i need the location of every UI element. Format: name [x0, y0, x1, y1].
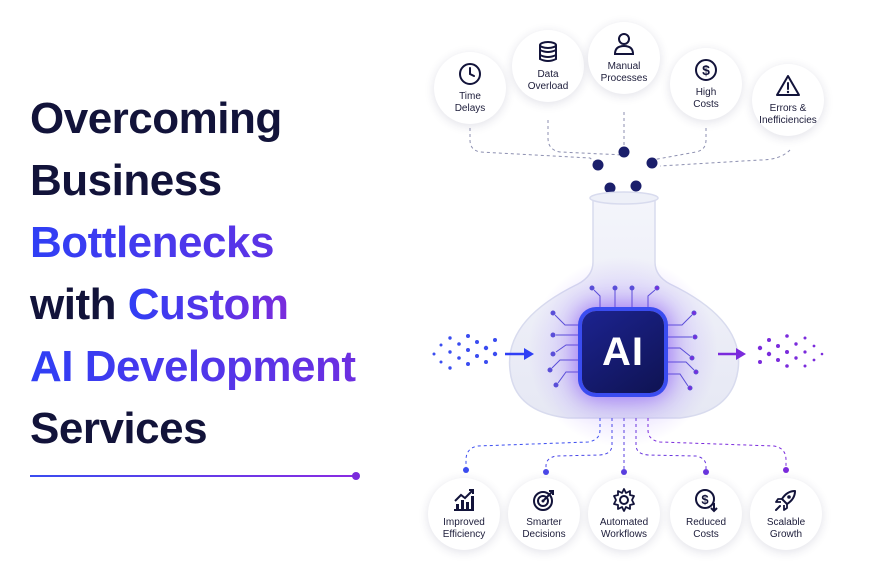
- problem-label-line-2: Overload: [527, 81, 569, 92]
- ai-chip-label: AI: [602, 329, 644, 374]
- outcome-node-smarter-decisions: Smarter Decisions: [508, 478, 580, 550]
- problem-label-line-1: Errors &: [769, 103, 807, 114]
- problem-node-data-overload: Data Overload: [512, 30, 584, 102]
- warning-icon: [776, 75, 800, 96]
- problem-node-errors-inefficiencies: Errors & Inefficiencies: [752, 64, 824, 136]
- headline-line-5: AI Development: [30, 336, 430, 398]
- dollar-down-icon: $: [695, 489, 718, 513]
- outcome-label-line-1: Smarter: [526, 517, 562, 528]
- left-particles: [432, 334, 498, 370]
- problem-label-line-2: Inefficiencies: [759, 115, 817, 126]
- headline-word-custom: Custom: [127, 280, 289, 329]
- problem-label-line-1: Data: [537, 69, 559, 80]
- outcome-label-line-1: Reduced: [685, 517, 727, 528]
- headline-line-6: Services: [30, 404, 208, 453]
- outcome-label-line-1: Automated: [599, 517, 649, 528]
- headline-word-with: with: [30, 280, 116, 329]
- problem-label-line-2: Processes: [600, 73, 648, 84]
- left-arrow-icon: [505, 348, 534, 360]
- gear-icon: [613, 488, 635, 512]
- problem-label-line-2: Delays: [454, 103, 486, 114]
- headline-line-3: Bottlenecks: [30, 212, 430, 274]
- headline-underline: [30, 475, 356, 477]
- outcome-label-line-1: Improved: [443, 517, 485, 528]
- problem-label-line-1: High: [695, 87, 717, 98]
- problem-label-line-2: Costs: [693, 99, 719, 110]
- right-particles: [757, 334, 824, 368]
- person-icon: [613, 33, 635, 55]
- problem-label-line-1: Time: [459, 91, 481, 102]
- problem-node-time-delays: Time Delays: [434, 52, 506, 124]
- headline-line-4: with Custom: [30, 274, 430, 336]
- outcome-label-line-2: Workflows: [601, 529, 647, 540]
- right-arrow-icon: [718, 348, 746, 360]
- outcome-label-line-2: Growth: [769, 529, 803, 540]
- circuit-traces: [547, 285, 699, 391]
- headline: Overcoming Business Bottlenecks with Cus…: [30, 88, 430, 460]
- rocket-icon: [775, 490, 796, 511]
- growth-chart-icon: [454, 489, 474, 511]
- target-icon: [533, 490, 554, 511]
- outcome-connector-dots: [463, 467, 789, 475]
- problem-connectors: [469, 112, 791, 167]
- outcome-node-scalable-growth: Scalable Growth: [750, 478, 822, 550]
- headline-line-2: Business: [30, 156, 222, 205]
- ai-chip: AI: [582, 311, 664, 393]
- database-icon: [539, 41, 557, 62]
- flask-rim: [589, 191, 659, 205]
- svg-text:$: $: [702, 62, 710, 78]
- headline-line-1: Overcoming: [30, 94, 282, 143]
- problem-label-line-1: Manual: [607, 61, 641, 72]
- problem-node-high-costs: $ High Costs: [670, 48, 742, 120]
- outcome-label-line-2: Costs: [693, 529, 719, 540]
- headline-underline-dot: [352, 472, 360, 480]
- outcome-node-improved-efficiency: Improved Efficiency: [428, 478, 500, 550]
- svg-text:$: $: [701, 492, 709, 507]
- outcome-label-line-1: Scalable: [766, 517, 806, 528]
- outcome-label-line-2: Efficiency: [442, 529, 486, 540]
- dollar-icon: $: [695, 59, 717, 81]
- outcome-label-line-2: Decisions: [522, 529, 566, 540]
- problem-node-manual-processes: Manual Processes: [588, 22, 660, 94]
- clock-icon: [459, 63, 481, 85]
- outcome-connectors: [465, 418, 787, 472]
- outcome-node-automated-workflows: Automated Workflows: [588, 478, 660, 550]
- outcome-node-reduced-costs: $ Reduced Costs: [670, 478, 742, 550]
